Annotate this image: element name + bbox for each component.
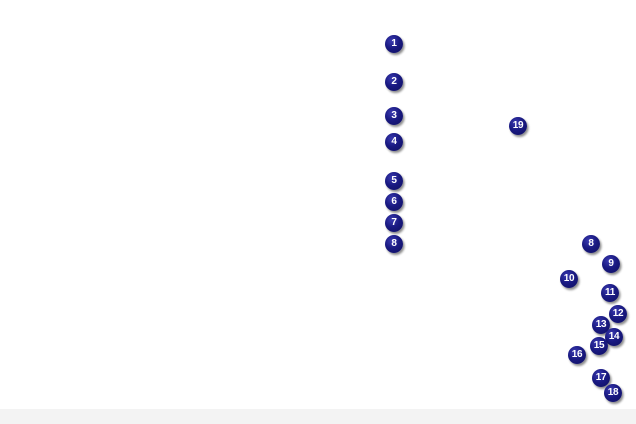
map-marker-10[interactable]: 10: [560, 270, 578, 288]
map-marker-3[interactable]: 3: [385, 107, 403, 125]
map-marker-1[interactable]: 1: [385, 35, 403, 53]
marker-label: 19: [512, 120, 524, 131]
marker-label: 7: [391, 217, 397, 228]
marker-label: 11: [605, 287, 615, 298]
map-marker-9[interactable]: 9: [602, 255, 620, 273]
map-marker-8[interactable]: 8: [385, 235, 403, 253]
map-marker-18[interactable]: 18: [604, 384, 622, 402]
map-marker-17[interactable]: 17: [592, 369, 610, 387]
map-marker-11[interactable]: 11: [601, 284, 619, 302]
map-marker-13[interactable]: 13: [592, 316, 610, 334]
marker-label: 6: [391, 196, 397, 207]
marker-label: 15: [593, 340, 605, 351]
marker-label: 8: [588, 238, 594, 249]
marker-label: 8: [391, 238, 397, 249]
map-marker-8b[interactable]: 8: [582, 235, 600, 253]
marker-label: 9: [608, 258, 614, 269]
map-marker-19[interactable]: 19: [509, 117, 527, 135]
map-marker-15[interactable]: 15: [590, 337, 608, 355]
marker-label: 14: [608, 331, 620, 342]
marker-label: 5: [391, 175, 397, 186]
marker-label: 2: [391, 76, 397, 87]
marker-label: 17: [595, 372, 607, 383]
map-marker-16[interactable]: 16: [568, 346, 586, 364]
marker-label: 18: [607, 387, 619, 398]
marker-label: 16: [571, 349, 583, 360]
map-marker-2[interactable]: 2: [385, 73, 403, 91]
marker-label: 1: [391, 38, 397, 49]
marker-label: 10: [563, 273, 575, 284]
map-marker-7[interactable]: 7: [385, 214, 403, 232]
map-marker-6[interactable]: 6: [385, 193, 403, 211]
map-marker-14[interactable]: 14: [605, 328, 623, 346]
map-marker-4[interactable]: 4: [385, 133, 403, 151]
map-marker-5[interactable]: 5: [385, 172, 403, 190]
marker-label: 13: [595, 319, 607, 330]
map-marker-12[interactable]: 12: [609, 305, 627, 323]
marker-label: 12: [612, 308, 624, 319]
bottom-band: [0, 409, 636, 424]
marker-label: 4: [391, 136, 397, 147]
marker-label: 3: [391, 110, 397, 121]
